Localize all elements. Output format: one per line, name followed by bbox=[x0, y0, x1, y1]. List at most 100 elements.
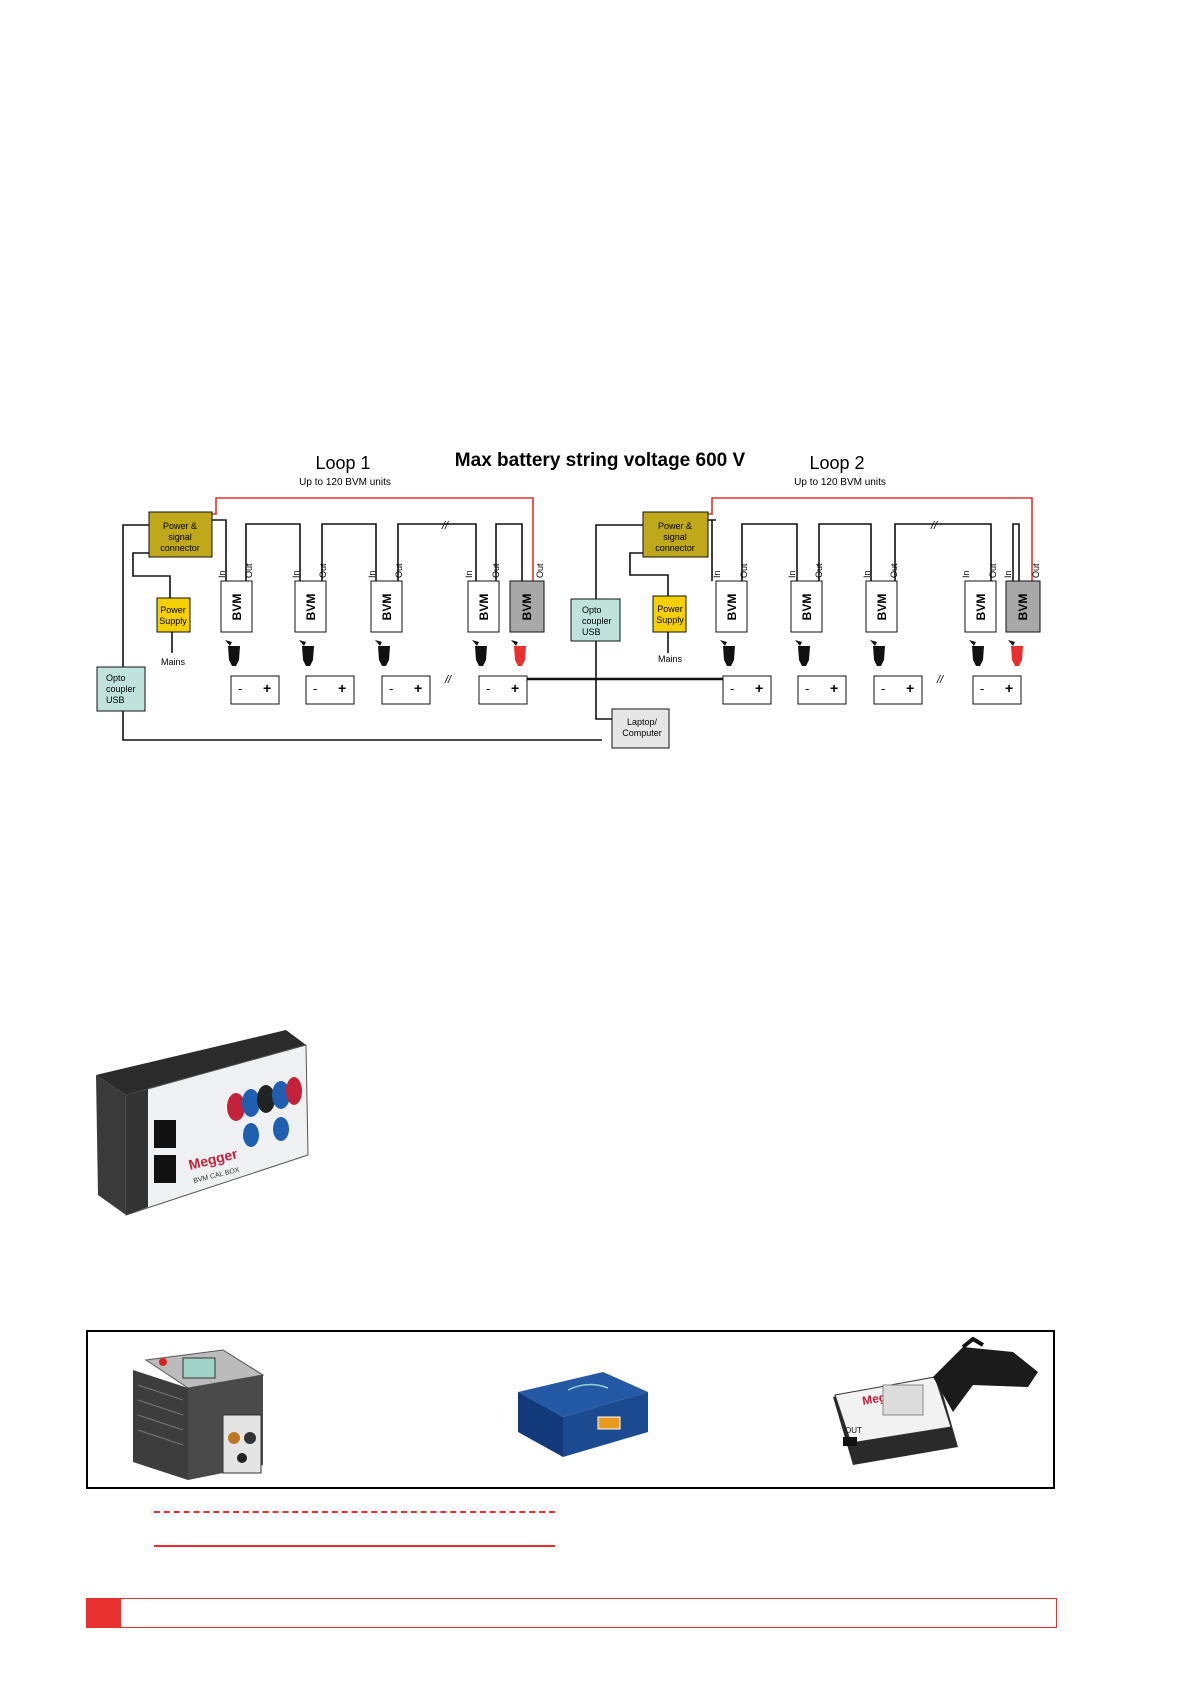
svg-text:-: - bbox=[730, 681, 734, 696]
svg-text:BVM: BVM bbox=[800, 594, 814, 621]
load-unit-photo bbox=[133, 1349, 265, 1480]
red-solid-rule bbox=[154, 1545, 555, 1547]
laptop-computer: Laptop/ Computer bbox=[611, 708, 670, 749]
svg-text:Power &: Power & bbox=[163, 521, 197, 531]
svg-text:BVM: BVM bbox=[304, 594, 318, 621]
bvm-unit-last: BVM In Out bbox=[1003, 563, 1041, 666]
svg-text:In: In bbox=[1003, 570, 1013, 578]
svg-text:In: In bbox=[464, 570, 474, 578]
bvm-unit: BVM In Out bbox=[961, 563, 998, 666]
power-signal-connector: Power & signal connector bbox=[148, 511, 213, 558]
red-dashed-rule bbox=[154, 1511, 555, 1513]
svg-text:BVM: BVM bbox=[1016, 594, 1030, 621]
battery-cell: - + bbox=[381, 675, 431, 705]
svg-text:Power &: Power & bbox=[658, 521, 692, 531]
battery-cell: - + bbox=[873, 675, 923, 705]
bvm-unit-last: BVM Out bbox=[509, 563, 545, 666]
svg-text:Out: Out bbox=[739, 563, 749, 578]
svg-text:connector: connector bbox=[160, 543, 200, 553]
svg-text:+: + bbox=[414, 680, 422, 696]
bvm-unit: BVM In Out bbox=[291, 563, 328, 666]
svg-text:+: + bbox=[263, 680, 271, 696]
svg-text:BVM: BVM bbox=[725, 594, 739, 621]
bvm-unit: BVM In Out bbox=[712, 563, 749, 666]
svg-text:-: - bbox=[980, 681, 984, 696]
svg-text:signal: signal bbox=[663, 532, 687, 542]
loop1-sublabel: Up to 120 BVM units bbox=[299, 477, 391, 488]
bvm-unit: BVM In Out bbox=[862, 563, 899, 666]
svg-text:Out: Out bbox=[1031, 563, 1041, 578]
loop2-wires bbox=[595, 519, 1020, 720]
loop1-label: Loop 1 bbox=[315, 453, 370, 473]
svg-text:BVM: BVM bbox=[230, 594, 244, 621]
svg-text:Power: Power bbox=[657, 604, 683, 614]
svg-text:-: - bbox=[238, 681, 242, 696]
calbox-photo: Megger BVM CAL BOX bbox=[96, 1030, 309, 1216]
svg-text:Supply: Supply bbox=[656, 615, 684, 625]
svg-text:-: - bbox=[881, 681, 885, 696]
usb-hub-photo bbox=[518, 1372, 648, 1457]
loop2-label: Loop 2 bbox=[809, 453, 864, 473]
bvm-unit: BVM In Out bbox=[464, 563, 501, 666]
svg-text:-: - bbox=[486, 681, 490, 696]
bvm-unit: BVM In Out bbox=[217, 563, 254, 666]
bvm-connection-diagram: Max battery string voltage 600 V Loop 1 … bbox=[96, 450, 1041, 749]
svg-text:Opto: Opto bbox=[582, 605, 602, 615]
svg-text:Out: Out bbox=[889, 563, 899, 578]
svg-text:BVM: BVM bbox=[380, 594, 394, 621]
svg-text:Out: Out bbox=[318, 563, 328, 578]
footer-red-block bbox=[87, 1599, 121, 1627]
svg-text:Out: Out bbox=[394, 563, 404, 578]
svg-text:In: In bbox=[961, 570, 971, 578]
battery-cell: - + bbox=[722, 675, 772, 705]
break-mark: // bbox=[444, 674, 452, 686]
svg-text:Out: Out bbox=[535, 563, 545, 578]
break-mark: // bbox=[930, 520, 938, 532]
loop2-red-wire bbox=[708, 497, 1033, 581]
svg-text:Out: Out bbox=[244, 563, 254, 578]
svg-text:+: + bbox=[830, 680, 838, 696]
svg-text:Power: Power bbox=[160, 605, 186, 615]
break-mark: // bbox=[936, 674, 944, 686]
svg-text:Out: Out bbox=[814, 563, 824, 578]
svg-text:+: + bbox=[755, 680, 763, 696]
power-supply: Power Supply Mains bbox=[156, 597, 191, 667]
svg-text:In: In bbox=[367, 570, 377, 578]
svg-text:Computer: Computer bbox=[622, 728, 662, 738]
svg-text:Out: Out bbox=[988, 563, 998, 578]
power-signal-connector: Power & signal connector bbox=[642, 511, 709, 558]
battery-cell: - + bbox=[230, 675, 280, 705]
battery-cell: - + bbox=[972, 675, 1022, 705]
svg-text:USB: USB bbox=[106, 695, 125, 705]
svg-text:-: - bbox=[313, 681, 317, 696]
diagram-title: Max battery string voltage 600 V bbox=[455, 450, 746, 471]
bvm-photo-port: OUT bbox=[845, 1426, 862, 1435]
svg-text:BVM: BVM bbox=[974, 594, 988, 621]
svg-text:signal: signal bbox=[168, 532, 192, 542]
break-mark: // bbox=[441, 520, 449, 532]
opto-coupler-usb: Opto coupler USB bbox=[96, 666, 146, 712]
svg-text:In: In bbox=[217, 570, 227, 578]
svg-text:coupler: coupler bbox=[582, 616, 612, 626]
svg-text:-: - bbox=[389, 681, 393, 696]
svg-text:BVM: BVM bbox=[477, 594, 491, 621]
svg-text:USB: USB bbox=[582, 627, 601, 637]
bvm-unit: BVM In Out bbox=[787, 563, 824, 666]
svg-text:coupler: coupler bbox=[106, 684, 136, 694]
svg-text:In: In bbox=[787, 570, 797, 578]
bvm-unit: BVM In Out bbox=[367, 563, 404, 666]
opto-coupler-usb: Opto coupler USB bbox=[570, 598, 621, 642]
svg-text:Opto: Opto bbox=[106, 673, 126, 683]
battery-cell: - + bbox=[797, 675, 847, 705]
svg-text:BVM: BVM bbox=[875, 594, 889, 621]
loop2-sublabel: Up to 120 BVM units bbox=[794, 477, 886, 488]
svg-text:+: + bbox=[1005, 680, 1013, 696]
mains-label: Mains bbox=[658, 654, 683, 664]
mains-label: Mains bbox=[161, 657, 186, 667]
svg-text:Supply: Supply bbox=[159, 616, 187, 626]
battery-cell: - + bbox=[305, 675, 355, 705]
footer-bar bbox=[86, 1598, 1057, 1628]
svg-text:Out: Out bbox=[491, 563, 501, 578]
battery-cell: - + bbox=[478, 675, 528, 705]
svg-text:+: + bbox=[338, 680, 346, 696]
